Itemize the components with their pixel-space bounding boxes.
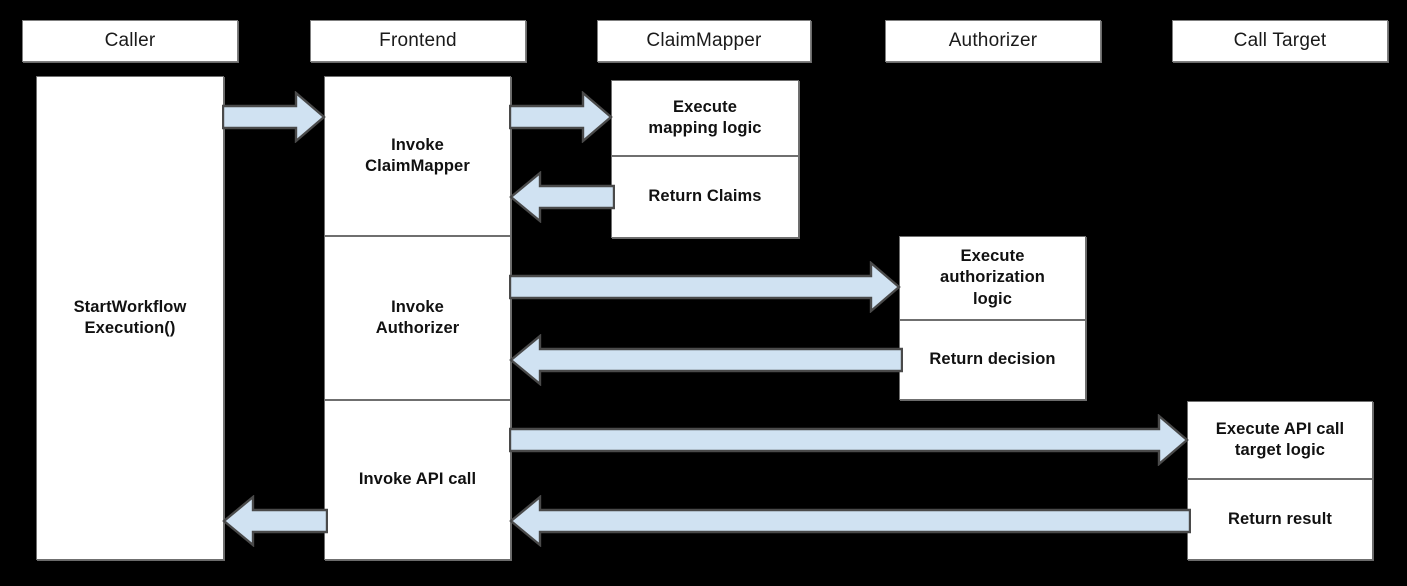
claimmapper-segment-execute-mapping-logic-label: Execute mapping logic xyxy=(648,97,761,139)
frontend-segment-invoke-api-call-label: Invoke API call xyxy=(358,470,477,489)
frontend-segment-invoke-authorizer-label: Invoke Authorizer xyxy=(376,297,460,339)
frontend-seg0-line2: ClaimMapper xyxy=(365,157,470,175)
arrow-authorizer-to-frontend xyxy=(507,334,903,386)
authorizer-segment-execute-authorization-logic: Execute authorization logic xyxy=(899,236,1086,320)
claimmapper-seg0-line2: mapping logic xyxy=(648,119,762,137)
arrow-calltarget-to-frontend xyxy=(507,495,1191,547)
arrow-frontend-to-caller xyxy=(220,495,328,547)
calltarget-segment-return-result: Return result xyxy=(1187,479,1373,560)
lifeline-header-claimmapper-label: ClaimMapper xyxy=(646,29,762,51)
calltarget-seg0-line2: target logic xyxy=(1234,441,1326,459)
lifeline-header-caller-label: Caller xyxy=(104,29,156,51)
authorizer-segment-execute-authorization-logic-label: Execute authorization logic xyxy=(940,246,1045,309)
frontend-seg1-line1: Invoke xyxy=(391,297,444,316)
lifeline-header-authorizer: Authorizer xyxy=(885,20,1101,62)
claimmapper-segment-return-claims-label: Return Claims xyxy=(648,187,762,206)
claimmapper-seg0-line1: Execute xyxy=(672,97,737,116)
authorizer-seg0-line1: Execute xyxy=(960,247,1025,266)
frontend-segment-invoke-api-call: Invoke API call xyxy=(324,400,511,560)
frontend-seg1-line2: Authorizer xyxy=(375,319,460,337)
calltarget-segment-execute-api-call-target-logic: Execute API call target logic xyxy=(1187,401,1373,479)
arrow-frontend-to-authorizer xyxy=(509,261,901,313)
claimmapper-segment-execute-mapping-logic: Execute mapping logic xyxy=(611,80,799,156)
lifeline-header-claimmapper: ClaimMapper xyxy=(597,20,811,62)
lifeline-header-caller: Caller xyxy=(22,20,238,62)
authorizer-segment-return-decision: Return decision xyxy=(899,320,1086,400)
caller-activation-label: StartWorkflow Execution() xyxy=(74,297,187,339)
caller-activation-line1: StartWorkflow xyxy=(73,297,187,316)
arrow-frontend-to-calltarget xyxy=(509,414,1189,466)
authorizer-seg0-line3: logic xyxy=(972,289,1012,308)
arrow-caller-to-frontend xyxy=(222,91,326,143)
caller-activation-box: StartWorkflow Execution() xyxy=(36,76,224,560)
lifeline-header-calltarget-label: Call Target xyxy=(1233,29,1327,51)
frontend-segment-invoke-claimmapper: Invoke ClaimMapper xyxy=(324,76,511,236)
authorizer-segment-return-decision-label: Return decision xyxy=(929,350,1056,369)
frontend-segment-invoke-claimmapper-label: Invoke ClaimMapper xyxy=(365,135,470,177)
frontend-seg0-line1: Invoke xyxy=(391,135,444,154)
arrow-frontend-to-claimmapper xyxy=(509,91,613,143)
lifeline-header-frontend: Frontend xyxy=(310,20,526,62)
frontend-segment-invoke-authorizer: Invoke Authorizer xyxy=(324,236,511,400)
calltarget-segment-return-result-label: Return result xyxy=(1228,509,1332,528)
lifeline-header-calltarget: Call Target xyxy=(1172,20,1388,62)
calltarget-segment-execute-api-call-target-logic-label: Execute API call target logic xyxy=(1216,419,1344,461)
lifeline-header-authorizer-label: Authorizer xyxy=(948,29,1038,51)
lifeline-header-frontend-label: Frontend xyxy=(379,29,457,51)
caller-activation-line2: Execution() xyxy=(84,319,176,337)
authorizer-seg0-line2: authorization xyxy=(940,268,1045,287)
claimmapper-segment-return-claims: Return Claims xyxy=(611,156,799,238)
arrow-claimmapper-to-frontend xyxy=(507,171,615,223)
calltarget-seg0-line1: Execute API call xyxy=(1215,419,1345,438)
